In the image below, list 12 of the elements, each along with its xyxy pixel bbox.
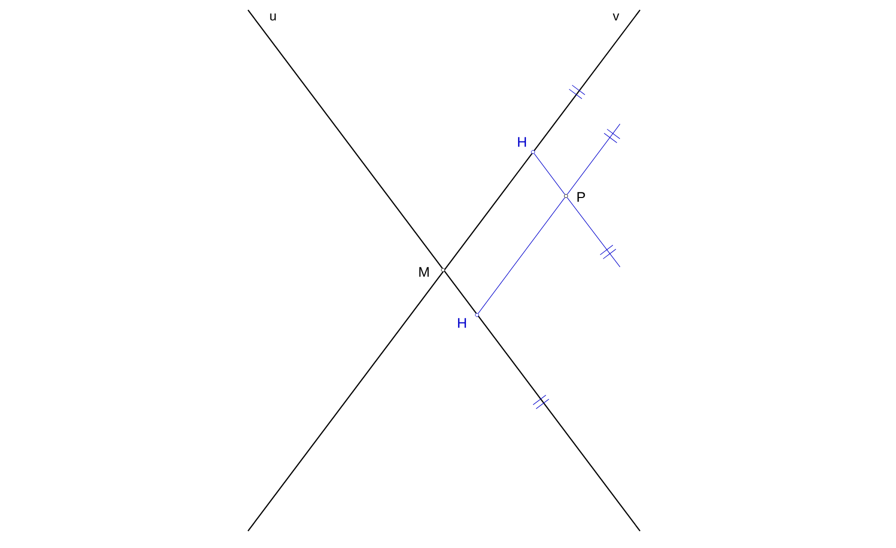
point-label: M (419, 267, 429, 277)
point-label: H (518, 137, 526, 147)
point (441, 268, 445, 272)
point (564, 194, 568, 198)
line-label: u (270, 14, 276, 20)
point (475, 313, 479, 317)
line-label: v (612, 14, 620, 20)
point-label: P (577, 192, 585, 202)
point (531, 150, 535, 154)
line-segment (478, 197, 566, 314)
point-label: H (458, 318, 466, 328)
line-segment (534, 153, 566, 195)
